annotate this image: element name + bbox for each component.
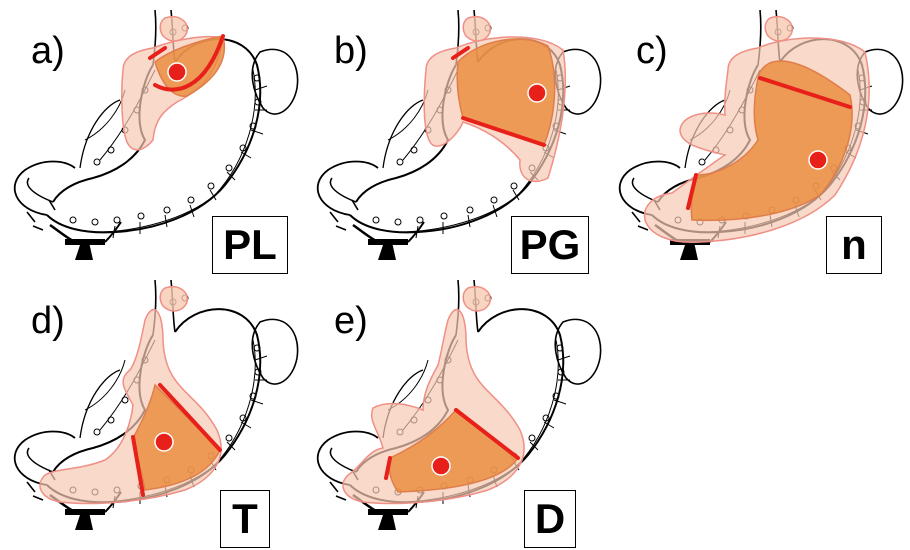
procedure-label: PL: [212, 216, 288, 274]
tumor-marker: [809, 151, 827, 169]
panel-b: b) PG: [308, 10, 608, 280]
procedure-label: T: [220, 490, 270, 548]
panel-letter: d): [31, 302, 65, 340]
panel-a: a) PL: [5, 10, 305, 280]
lymph-node-area-top: [463, 17, 490, 41]
procedure-label: PG: [511, 216, 589, 274]
panel-c: c) n: [610, 10, 910, 280]
lymph-node-area-top: [463, 287, 490, 311]
lymph-node-area-top: [160, 17, 187, 41]
panel-letter: c): [636, 32, 668, 70]
panel-e: e) D: [308, 280, 608, 550]
lymph-node-area-top: [765, 17, 792, 41]
tumor-marker: [155, 433, 173, 451]
procedure-label: n: [826, 216, 882, 274]
procedure-label: D: [524, 490, 576, 548]
panel-letter: e): [334, 302, 368, 340]
panel-letter: b): [334, 32, 368, 70]
panel-d: d) T: [5, 280, 305, 550]
tumor-marker: [432, 457, 450, 475]
tumor-marker: [168, 63, 186, 81]
panel-letter: a): [31, 32, 65, 70]
lymph-node-area-top: [160, 287, 187, 311]
tumor-marker: [528, 84, 546, 102]
